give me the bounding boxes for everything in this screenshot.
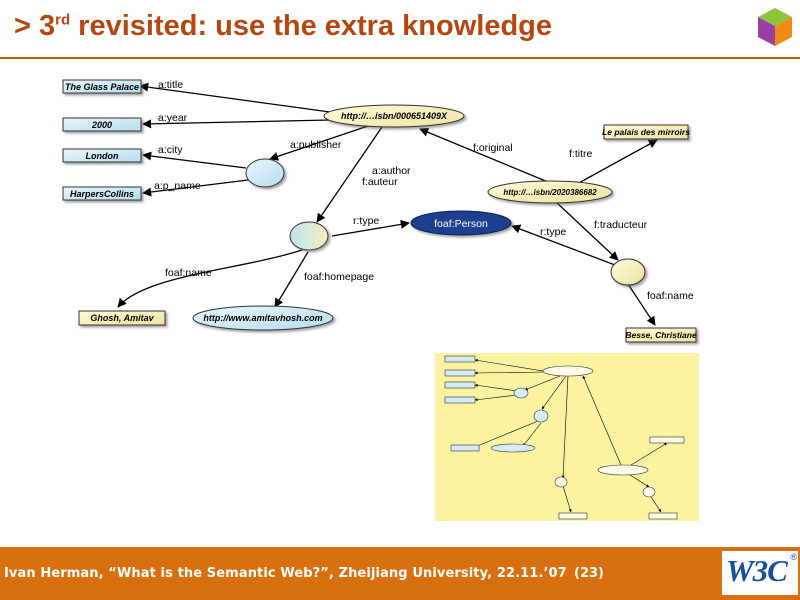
node-isbn-original	[323, 104, 465, 128]
title-prefix: > 3	[14, 10, 56, 42]
node-label-london: London	[86, 151, 119, 161]
edge-label-homepage: foaf:homepage	[304, 271, 374, 283]
node-label-homepage-url: http://www.amitavhosh.com	[203, 313, 322, 323]
literal-box-translator-name	[625, 327, 697, 343]
edge-name-1	[117, 249, 303, 308]
edge-author	[316, 126, 383, 223]
edge-p-name	[142, 179, 249, 197]
edge-label-p-name: a:p_name	[154, 180, 201, 192]
literal-box-publisher-name	[62, 186, 142, 201]
literal-box-year	[62, 117, 142, 132]
rdf-graph-diagram: a:title a:year a:city a:p_name a:publish…	[62, 79, 697, 343]
w3c-logo: W3C ®	[722, 551, 798, 595]
node-label-isbn2: http://…isbn/2020386682	[503, 188, 597, 197]
literal-box-author-name	[78, 310, 166, 326]
node-label-isbn1: http://…isbn/000651409X	[341, 111, 448, 121]
edge-label-original: f:original	[473, 142, 513, 154]
literal-box-french-title	[603, 124, 689, 140]
edge-label-author: a:author	[372, 165, 411, 177]
edge-label-type-2: r:type	[540, 226, 566, 238]
edge-label-title: a:title	[158, 79, 183, 91]
edge-homepage	[274, 251, 309, 308]
edge-city	[142, 151, 247, 169]
edge-label-type-1: r:type	[353, 215, 379, 227]
node-label-foaf-person: foaf:Person	[434, 218, 488, 230]
diagram-thumbnail	[435, 353, 699, 521]
edge-label-titre: f:titre	[569, 148, 592, 160]
title-divider	[0, 57, 800, 59]
edge-traducteur	[555, 201, 619, 261]
page-number: (23)	[574, 566, 604, 581]
edge-label-auteur: f:auteur	[362, 176, 398, 188]
literal-box-title	[62, 79, 142, 94]
cube-logo-icon	[758, 8, 792, 46]
edge-label-publisher: a:publisher	[290, 139, 342, 151]
thumbnail-graph	[444, 355, 685, 520]
node-isbn-translation	[487, 180, 613, 204]
node-label-palais: Le palais des mirroirs	[602, 127, 690, 137]
node-label-glass-palace: The Glass Palace	[65, 82, 139, 92]
footer-citation: Ivan Herman, “What is the Semantic Web?”…	[4, 566, 567, 581]
node-label-harpers: HarpersCollins	[70, 189, 134, 199]
slide-title: > 3rd revisited: use the extra knowledge	[14, 10, 552, 43]
node-label-ghosh: Ghosh, Amitav	[90, 313, 154, 323]
edge-label-name-1: foaf:name	[165, 267, 212, 279]
blank-node-translator	[610, 258, 646, 286]
node-foaf-person	[410, 210, 512, 236]
edge-year	[142, 119, 331, 129]
edge-title	[139, 82, 331, 113]
literal-box-city	[62, 148, 142, 163]
node-homepage-url	[192, 305, 334, 331]
edge-titre	[576, 139, 658, 185]
edge-publisher	[269, 125, 369, 161]
blank-node-author	[289, 221, 329, 251]
edge-type-2	[511, 224, 616, 266]
blank-node-publisher	[245, 158, 285, 188]
edge-original	[419, 127, 549, 183]
edge-type-1	[331, 219, 410, 237]
edge-name-2	[627, 283, 656, 326]
edge-label-year: a:year	[158, 112, 188, 124]
title-rest: revisited: use the extra knowledge	[70, 10, 553, 42]
w3c-logo-text: W3C	[726, 553, 788, 588]
footer-bar: Ivan Herman, “What is the Semantic Web?”…	[0, 547, 800, 600]
registered-mark: ®	[790, 552, 797, 562]
edge-label-name-2: foaf:name	[647, 290, 694, 302]
title-superscript: rd	[55, 11, 71, 29]
edge-label-traducteur: f:traducteur	[594, 219, 648, 231]
edge-label-city: a:city	[158, 144, 183, 156]
node-label-besse: Besse, Christiane	[625, 330, 697, 340]
node-label-2000: 2000	[91, 120, 112, 130]
